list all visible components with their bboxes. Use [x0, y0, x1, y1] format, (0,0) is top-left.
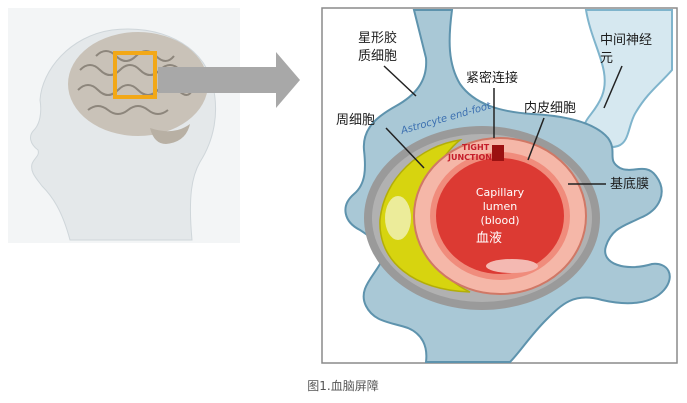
highlight-box	[113, 51, 157, 99]
label-lumen-line2: lumen	[483, 200, 518, 213]
head-illustration	[8, 8, 240, 243]
label-neuron-line2: 元	[600, 51, 613, 66]
leader-endothelial	[527, 117, 545, 161]
tight-junction-mark	[492, 145, 504, 161]
zoom-arrow	[158, 52, 300, 108]
label-lumen-line3: (blood)	[480, 214, 519, 227]
leader-lines	[383, 65, 623, 185]
leader-astrocyte	[383, 65, 417, 97]
label-pericyte: 周细胞	[336, 113, 375, 128]
label-endothelial: 内皮细胞	[524, 100, 576, 116]
cerebellum	[150, 124, 190, 144]
brain-folds	[77, 50, 193, 115]
label-astrocyte-line2: 质细胞	[358, 49, 397, 64]
label-blood: 血液	[476, 231, 502, 246]
label-neuron-line1: 中间神经	[600, 33, 652, 48]
leader-neuron	[603, 65, 623, 109]
capillary-lumen	[436, 158, 564, 274]
pericyte-nucleus	[385, 196, 411, 240]
label-tight-junction: 紧密连接	[466, 70, 518, 86]
label-astrocyte-line1: 星形胶	[358, 30, 397, 46]
label-tight-line2: JUNCTION	[447, 153, 492, 162]
leader-pericyte	[385, 127, 425, 169]
label-lumen-line1: Capillary	[476, 186, 525, 199]
lumen-shine	[486, 259, 538, 273]
label-basement-membrane: 基底膜	[610, 176, 649, 192]
label-tight-line1: TIGHT	[462, 143, 490, 152]
figure-caption: 图1.血脑屏障	[307, 378, 378, 393]
